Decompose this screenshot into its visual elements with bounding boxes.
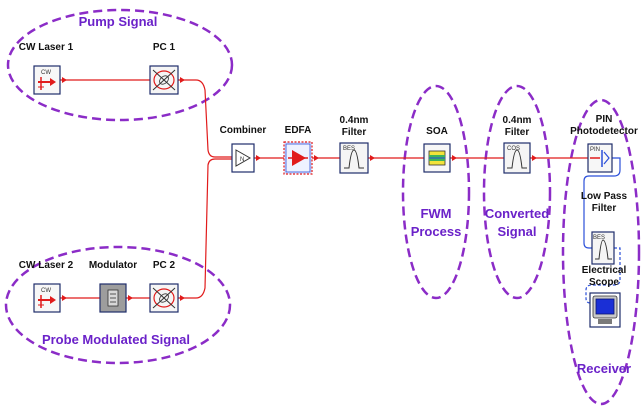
pc1-label: PC 1: [153, 42, 176, 53]
converted-title-line2: Signal: [497, 224, 536, 239]
edfa[interactable]: [283, 141, 313, 175]
optical-paths: [60, 79, 588, 299]
cw-laser-2[interactable]: CW: [33, 283, 61, 313]
combiner-icon: N: [235, 149, 252, 167]
svg-text:COS: COS: [507, 146, 520, 152]
svg-text:BES: BES: [343, 146, 355, 152]
polarization-controller-icon: [152, 287, 176, 309]
scope-label-line1: Electrical: [582, 265, 627, 276]
optical-filter-1[interactable]: BES: [339, 142, 369, 174]
pin-photodetector[interactable]: PIN: [587, 143, 613, 173]
oscilloscope-icon: [592, 295, 618, 324]
optical-filter-icon: COS: [507, 146, 527, 169]
soa[interactable]: [423, 143, 451, 173]
edfa-label: EDFA: [285, 125, 312, 136]
svg-text:BES: BES: [593, 235, 605, 241]
soa-label: SOA: [426, 126, 448, 137]
svg-text:CW: CW: [41, 288, 51, 294]
combiner[interactable]: N: [231, 143, 255, 173]
modulator-label: Modulator: [89, 260, 137, 271]
filter2-label-line2: Filter: [505, 127, 530, 138]
amplifier-icon: [288, 150, 308, 166]
photodetector-icon: PIN: [590, 147, 610, 167]
pc1[interactable]: [149, 65, 179, 95]
laser-icon: CW: [38, 70, 56, 90]
lpf-label-line1: Low Pass: [581, 191, 628, 202]
lpf-label-line2: Filter: [592, 203, 617, 214]
filter1-label-line2: Filter: [342, 127, 367, 138]
probe-signal-title: Probe Modulated Signal: [42, 332, 190, 347]
converted-signal-ellipse: [482, 84, 552, 300]
pc2[interactable]: [149, 283, 179, 313]
pin-label-line2: Photodetector: [570, 126, 638, 137]
pump-signal-ellipse: [6, 8, 234, 122]
modulator[interactable]: [99, 283, 127, 313]
soa-icon: [428, 150, 446, 166]
probe-signal-ellipse: [4, 245, 232, 365]
lowpass-filter-icon: BES: [593, 235, 612, 260]
pin-label-line1: PIN: [596, 114, 613, 125]
receiver-title: Receiver: [577, 361, 631, 376]
cw-laser-2-label: CW Laser 2: [19, 260, 74, 271]
pc2-label: PC 2: [153, 260, 176, 271]
cw-laser-1[interactable]: CW: [33, 65, 61, 95]
converted-title-line1: Converted: [485, 206, 549, 221]
pump-signal-title: Pump Signal: [79, 14, 158, 29]
optical-filter-icon: BES: [343, 146, 364, 169]
combiner-label: Combiner: [220, 125, 267, 136]
laser-icon: CW: [38, 288, 56, 308]
scope-label-line2: Scope: [589, 277, 619, 288]
signal-arrowheads: [62, 77, 537, 301]
svg-text:CW: CW: [41, 70, 51, 76]
electrical-paths: [583, 157, 621, 304]
electrical-scope[interactable]: [589, 292, 621, 328]
filter2-label-line1: 0.4nm: [503, 115, 532, 126]
polarization-controller-icon: [152, 69, 176, 91]
optical-filter-2[interactable]: COS: [503, 142, 531, 174]
fwm-process-ellipse: [401, 84, 471, 300]
cw-laser-1-label: CW Laser 1: [19, 42, 74, 53]
svg-text:N: N: [240, 157, 244, 163]
fwm-title-line1: FWM: [420, 206, 451, 221]
receiver-ellipse: [561, 98, 641, 406]
svg-text:PIN: PIN: [590, 147, 600, 153]
low-pass-filter[interactable]: BES: [591, 231, 615, 265]
modulator-icon: [107, 289, 119, 307]
fwm-title-line2: Process: [411, 224, 462, 239]
filter1-label-line1: 0.4nm: [340, 115, 369, 126]
